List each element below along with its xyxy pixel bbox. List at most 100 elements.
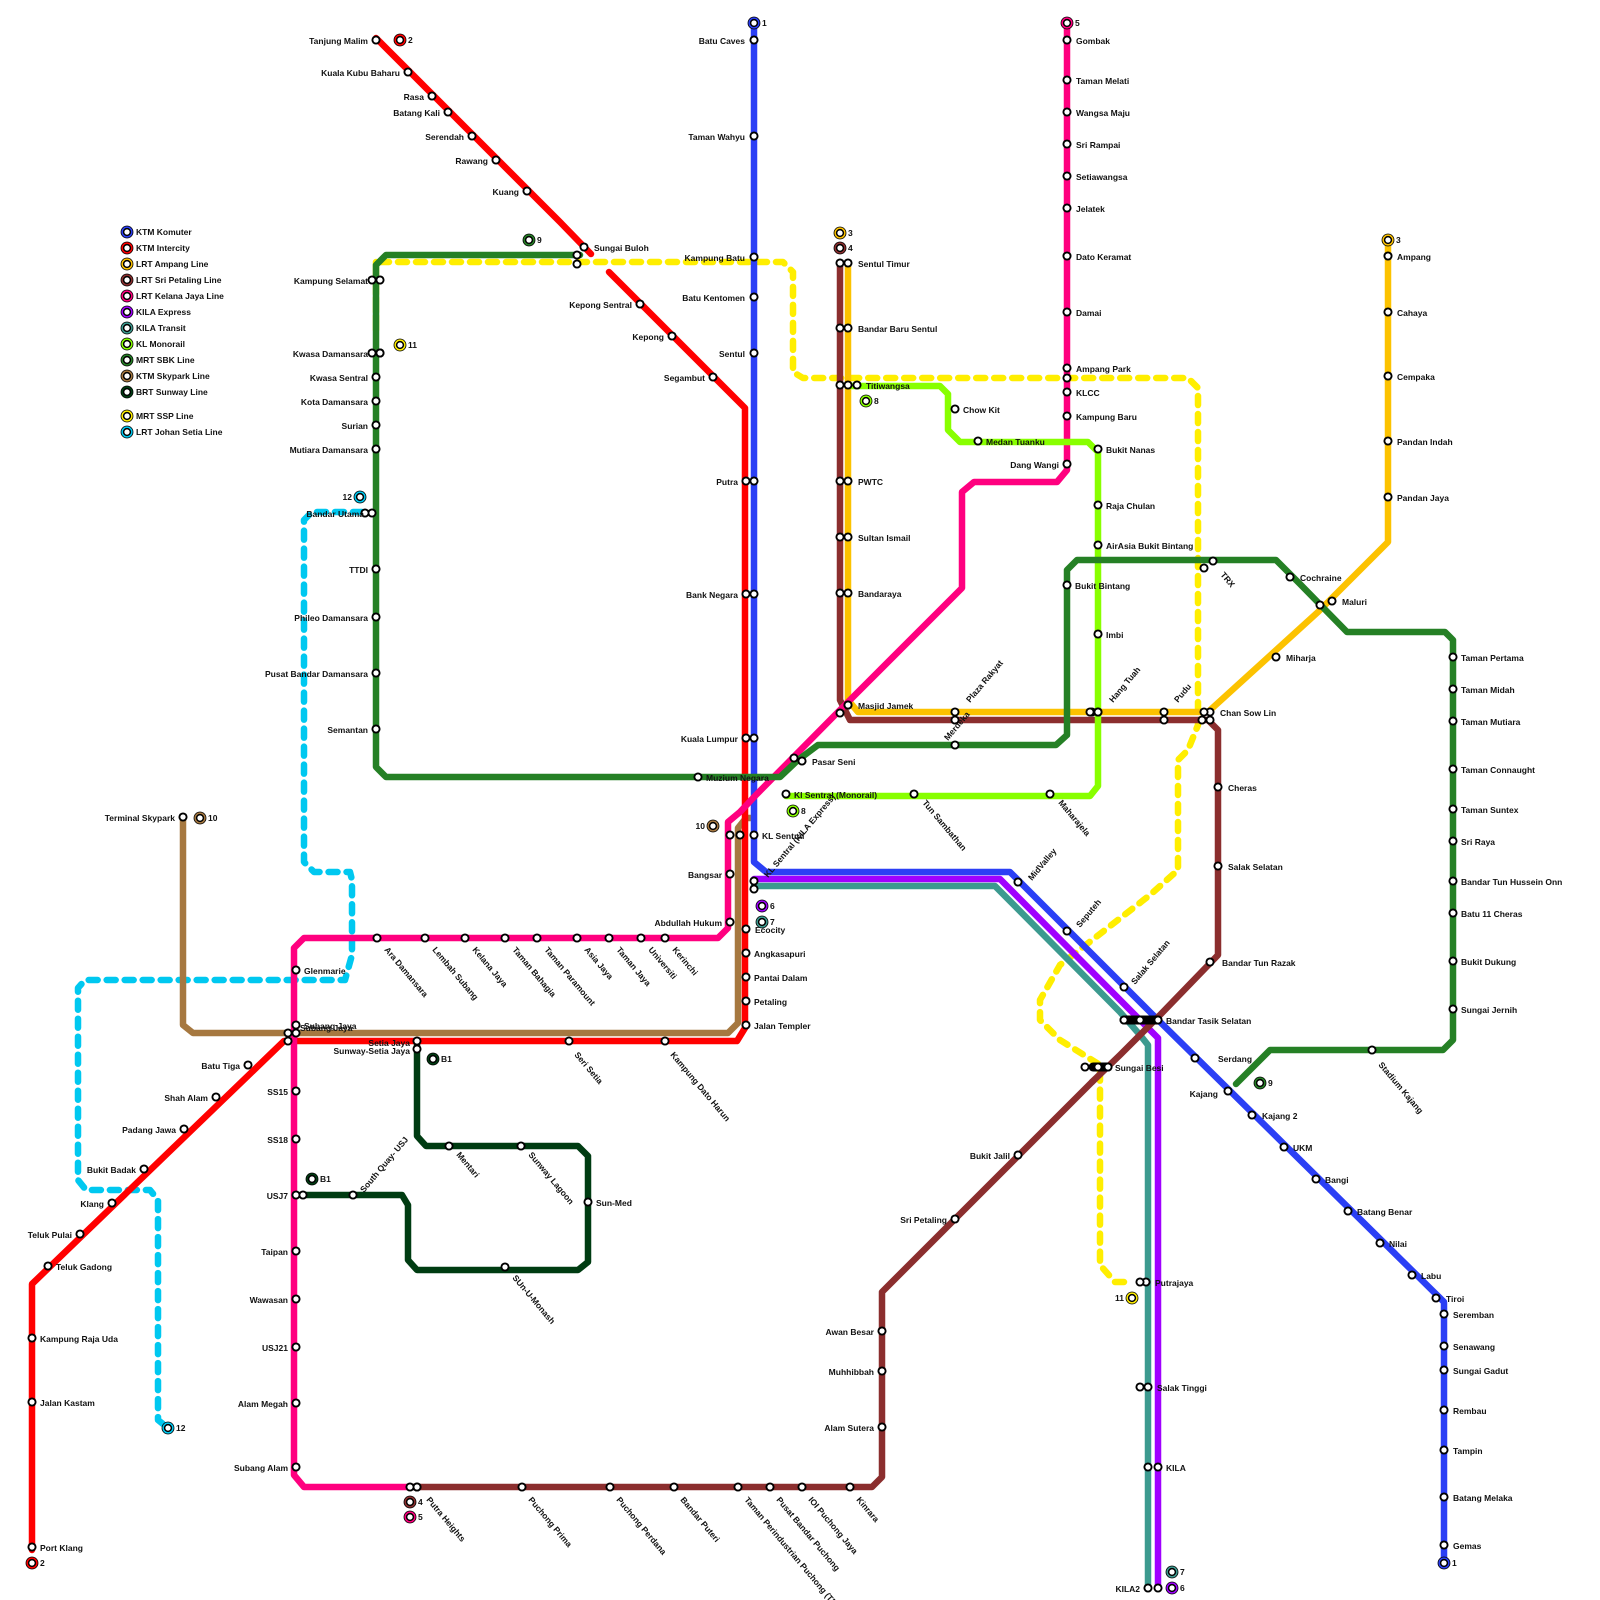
station-dot[interactable] bbox=[1448, 764, 1458, 774]
station-dot[interactable] bbox=[443, 107, 453, 117]
station-dot[interactable] bbox=[950, 1214, 960, 1224]
station-dot[interactable] bbox=[909, 789, 919, 799]
station-dot[interactable] bbox=[843, 476, 853, 486]
station-dot[interactable] bbox=[1062, 251, 1072, 261]
station-dot[interactable] bbox=[1439, 1341, 1449, 1351]
station-dot[interactable] bbox=[604, 933, 614, 943]
station-dot[interactable] bbox=[835, 476, 845, 486]
station-dot[interactable] bbox=[1062, 411, 1072, 421]
station-dot[interactable] bbox=[669, 1482, 679, 1492]
station-dot[interactable] bbox=[1383, 492, 1393, 502]
station-dot[interactable] bbox=[1103, 1062, 1113, 1072]
station-dot[interactable] bbox=[1153, 1015, 1163, 1025]
station-dot[interactable] bbox=[741, 1020, 751, 1030]
station-dot[interactable] bbox=[1439, 1445, 1449, 1455]
station-dot[interactable] bbox=[412, 1044, 422, 1054]
station-dot[interactable] bbox=[283, 1036, 293, 1046]
station-dot[interactable] bbox=[749, 476, 759, 486]
station-dot[interactable] bbox=[367, 275, 377, 285]
station-dot[interactable] bbox=[27, 1397, 37, 1407]
station-dot[interactable] bbox=[1448, 716, 1458, 726]
station-dot[interactable] bbox=[291, 965, 301, 975]
station-dot[interactable] bbox=[1439, 1492, 1449, 1502]
station-dot[interactable] bbox=[460, 933, 470, 943]
station-dot[interactable] bbox=[1448, 908, 1458, 918]
station-dot[interactable] bbox=[1085, 707, 1095, 717]
station-dot[interactable] bbox=[375, 348, 385, 358]
station-dot[interactable] bbox=[1375, 1238, 1385, 1248]
station-dot[interactable] bbox=[420, 933, 430, 943]
station-dot[interactable] bbox=[1093, 540, 1103, 550]
station-dot[interactable] bbox=[1062, 139, 1072, 149]
station-dot[interactable] bbox=[741, 972, 751, 982]
station-dot[interactable] bbox=[1448, 652, 1458, 662]
station-dot[interactable] bbox=[1159, 707, 1169, 717]
station-dot[interactable] bbox=[178, 812, 188, 822]
station-dot[interactable] bbox=[835, 588, 845, 598]
station-dot[interactable] bbox=[749, 348, 759, 358]
station-dot[interactable] bbox=[1062, 926, 1072, 936]
station-dot[interactable] bbox=[797, 756, 807, 766]
station-dot[interactable] bbox=[1062, 107, 1072, 117]
station-dot[interactable] bbox=[1213, 782, 1223, 792]
station-dot[interactable] bbox=[348, 1190, 358, 1200]
station-dot[interactable] bbox=[660, 933, 670, 943]
station-dot[interactable] bbox=[950, 707, 960, 717]
station-dot[interactable] bbox=[1013, 877, 1023, 887]
station-dot[interactable] bbox=[579, 242, 589, 252]
station-dot[interactable] bbox=[877, 1326, 887, 1336]
station-dot[interactable] bbox=[1093, 1062, 1103, 1072]
station-dot[interactable] bbox=[43, 1261, 53, 1271]
station-dot[interactable] bbox=[1143, 1382, 1153, 1392]
station-dot[interactable] bbox=[843, 532, 853, 542]
station-dot[interactable] bbox=[1080, 1062, 1090, 1072]
station-dot[interactable] bbox=[1448, 956, 1458, 966]
station-dot[interactable] bbox=[852, 380, 862, 390]
station-dot[interactable] bbox=[1279, 1142, 1289, 1152]
station-dot[interactable] bbox=[741, 924, 751, 934]
station-dot[interactable] bbox=[749, 884, 759, 894]
station-dot[interactable] bbox=[1119, 1015, 1129, 1025]
station-dot[interactable] bbox=[635, 299, 645, 309]
station-dot[interactable] bbox=[1439, 1309, 1449, 1319]
station-dot[interactable] bbox=[1439, 1365, 1449, 1375]
station-dot[interactable] bbox=[371, 396, 381, 406]
station-dot[interactable] bbox=[1062, 459, 1072, 469]
station-dot[interactable] bbox=[532, 933, 542, 943]
station-dot[interactable] bbox=[517, 1482, 527, 1492]
station-dot[interactable] bbox=[741, 948, 751, 958]
station-dot[interactable] bbox=[733, 1482, 743, 1492]
station-dot[interactable] bbox=[211, 1092, 221, 1102]
station-dot[interactable] bbox=[749, 876, 759, 886]
station-dot[interactable] bbox=[1135, 1382, 1145, 1392]
station-dot[interactable] bbox=[583, 1197, 593, 1207]
station-dot[interactable] bbox=[243, 1060, 253, 1070]
station-dot[interactable] bbox=[1199, 563, 1209, 573]
station-dot[interactable] bbox=[291, 1020, 301, 1030]
station-dot[interactable] bbox=[371, 35, 381, 45]
station-dot[interactable] bbox=[835, 258, 845, 268]
station-dot[interactable] bbox=[572, 250, 582, 260]
station-dot[interactable] bbox=[371, 564, 381, 574]
station-dot[interactable] bbox=[877, 1366, 887, 1376]
station-dot[interactable] bbox=[749, 733, 759, 743]
station-dot[interactable] bbox=[75, 1229, 85, 1239]
station-dot[interactable] bbox=[1208, 556, 1218, 566]
station-dot[interactable] bbox=[741, 733, 751, 743]
station-dot[interactable] bbox=[1343, 1206, 1353, 1216]
station-dot[interactable] bbox=[741, 589, 751, 599]
station-dot[interactable] bbox=[1062, 307, 1072, 317]
station-dot[interactable] bbox=[1285, 572, 1295, 582]
station-dot[interactable] bbox=[636, 933, 646, 943]
station-dot[interactable] bbox=[444, 1141, 454, 1151]
station-dot[interactable] bbox=[781, 789, 791, 799]
station-dot[interactable] bbox=[179, 1124, 189, 1134]
station-dot[interactable] bbox=[843, 380, 853, 390]
station-dot[interactable] bbox=[877, 1422, 887, 1432]
station-dot[interactable] bbox=[371, 668, 381, 678]
station-dot[interactable] bbox=[789, 753, 799, 763]
station-dot[interactable] bbox=[1383, 307, 1393, 317]
station-dot[interactable] bbox=[139, 1164, 149, 1174]
station-dot[interactable] bbox=[371, 724, 381, 734]
station-dot[interactable] bbox=[741, 476, 751, 486]
